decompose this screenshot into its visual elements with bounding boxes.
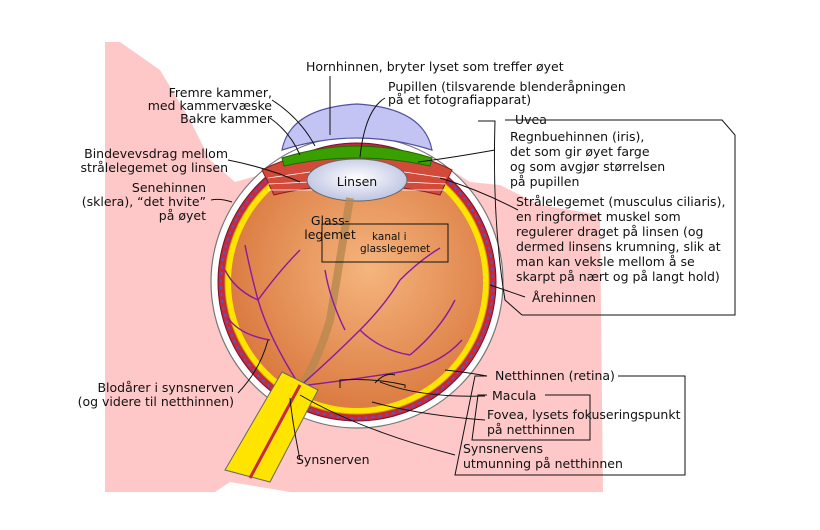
label-ciliary-4: dermed linsens krumning, slik at [516, 239, 721, 254]
leader-lines [210, 76, 526, 461]
label-choroid: Årehinnen [532, 290, 596, 305]
zonule-fibres [267, 171, 447, 191]
label-sclera-3: på øyet [159, 208, 206, 223]
label-vitreous-1: Glass- [311, 213, 349, 228]
canal-box [321, 223, 449, 263]
label-macula: Macula [492, 388, 536, 403]
label-anterior-chamber-2: med kammervæske [148, 98, 273, 113]
label-fovea-2: på netthinnen [487, 422, 575, 437]
label-vessels-2: (og videre til netthinnen) [78, 394, 234, 409]
label-optic-nerve: Synsnerven [296, 452, 370, 467]
uvea-bracket [505, 119, 736, 316]
label-uvea: Uvea [515, 112, 547, 127]
vitreous-body [231, 156, 483, 408]
label-cornea: Hornhinnen, bryter lyset som treffer øye… [306, 59, 564, 74]
label-ciliary-3: regulerer draget på linsen (og [516, 224, 703, 239]
label-zonule-1: Bindevevsdrag mellom [84, 146, 228, 161]
retina-bracket [454, 375, 686, 476]
label-blind-spot-2: utmunning på netthinnen [463, 456, 623, 471]
label-zonule-2: strålelegemet og linsen [81, 160, 228, 175]
label-iris-3: og som avgjør størrelsen [510, 159, 665, 174]
label-lens: Linsen [337, 174, 378, 189]
label-iris-1: Regnbuehinnen (iris), [510, 129, 644, 144]
label-posterior-chamber: Bakre kammer [180, 111, 273, 126]
label-ciliary-1: Strålelegemet (musculus ciliaris), [516, 194, 725, 209]
choroid-texture [220, 145, 494, 419]
hyaloid-canal [298, 197, 354, 388]
label-vitreous-2: legemet [304, 227, 356, 242]
label-canal-2: glasslegemet [360, 243, 430, 255]
label-iris-2: det som gir øyet farge [510, 144, 650, 159]
iris [281, 145, 433, 167]
macula-bracket [471, 394, 591, 441]
optic-nerve [224, 371, 319, 483]
uvea-bracket-left [478, 120, 523, 316]
label-ciliary-6: skarpt på nært og på langt hold) [516, 269, 720, 284]
label-canal-1: kanal i [372, 231, 407, 243]
label-fovea-1: Fovea, lysets fokuseringspunkt [487, 407, 681, 422]
label-sclera-1: Senehinnen [132, 180, 206, 195]
optic-nerve-vessel [248, 384, 302, 479]
label-ciliary-5: man kan veksle mellom å se [516, 254, 695, 269]
label-retina: Netthinnen (retina) [495, 368, 615, 383]
label-blind-spot-1: Synsnervens [463, 441, 543, 456]
label-pupil-1: Pupillen (tilsvarende blenderåpningen [388, 79, 626, 94]
lens [306, 158, 408, 202]
label-vessels-1: Blodårer i synsnerven [97, 380, 234, 395]
label-sclera-2: (sklera), “det hvite” [82, 194, 206, 209]
cornea [281, 103, 433, 151]
label-anterior-chamber-1: Fremre kammer, [169, 85, 272, 100]
label-pupil-2: på et fotografiapparat) [388, 92, 531, 107]
blood-vessels [224, 244, 463, 387]
label-iris-4: på pupillen [510, 174, 579, 189]
label-ciliary-2: en ringformet muskel som [516, 209, 681, 224]
